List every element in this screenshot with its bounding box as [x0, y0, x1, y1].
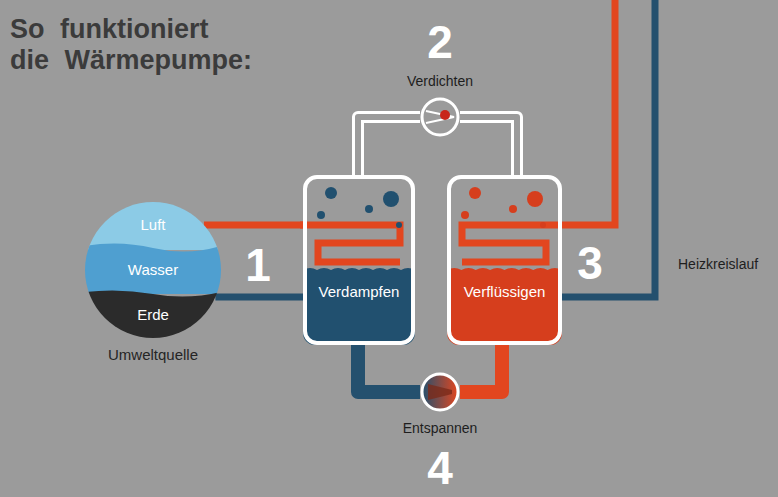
condenser-tank: Verflüssigen	[447, 175, 562, 345]
pipe-group	[358, 345, 420, 392]
step-number: 2	[427, 19, 453, 65]
water-band: Wasser	[85, 248, 221, 292]
tank-outline	[449, 177, 560, 343]
pipe-group	[460, 345, 502, 392]
refrigerant-drop	[396, 222, 402, 228]
heating-coil	[462, 0, 615, 262]
refrigerant-drop	[469, 187, 481, 199]
refrigerant-drop	[540, 222, 546, 228]
refrigerant-pipe	[215, 294, 303, 301]
compressor-symbol	[426, 111, 454, 123]
node-label: Verflüssigen	[464, 283, 546, 300]
node-label: Luft	[140, 216, 165, 233]
refrigerant-drop	[317, 211, 325, 219]
expansion-valve: Entspannen	[420, 372, 460, 412]
water-layer	[85, 243, 221, 294]
refrigerant-drop	[461, 211, 469, 219]
pipe-group	[215, 297, 303, 298]
step-number: 4	[427, 445, 453, 491]
pipe-group	[358, 117, 420, 175]
expansion-valve-shape	[420, 372, 460, 412]
heating-return-pipe	[562, 0, 655, 297]
refrigerant-liquid	[447, 268, 562, 345]
refrigerant-drop	[365, 205, 373, 213]
tank-outline	[305, 177, 413, 343]
pipe-group	[460, 117, 517, 175]
refrigerant-drop	[527, 191, 543, 207]
pipe-group	[204, 225, 303, 226]
environment-source: LuftWasserErdeUmweltquelle	[85, 202, 221, 338]
compressor: Verdichten	[420, 97, 460, 137]
condenser-tank-shape	[447, 175, 562, 345]
earth-layer	[85, 290, 221, 338]
pipe-core	[460, 117, 517, 175]
pipe-core	[358, 117, 420, 175]
refrigerant-pipe	[460, 117, 517, 175]
node-label: Umweltquelle	[108, 346, 198, 363]
refrigerant-drop	[383, 191, 399, 207]
compressor-shape	[420, 97, 460, 137]
evaporator-tank: Verdampfen	[303, 175, 415, 345]
node-label: Verdichten	[407, 73, 473, 89]
diagram-title: So funktioniert die Wärmepumpe:	[10, 14, 255, 76]
compressor-body	[422, 99, 458, 135]
refrigerant-pipe	[460, 345, 502, 392]
air-band: Luft	[85, 202, 221, 248]
refrigerant-pipe	[204, 222, 303, 229]
node-label: Wasser	[128, 261, 178, 278]
evaporator-tank-shape	[303, 175, 415, 345]
refrigerant-drop	[325, 187, 337, 199]
refrigerant-liquid	[303, 268, 415, 345]
earth-band: Erde	[85, 292, 221, 338]
source-coil	[300, 225, 400, 262]
valve-body	[422, 374, 458, 410]
node-label: Erde	[137, 306, 169, 323]
valve-symbol	[428, 384, 452, 400]
node-label: Verdampfen	[319, 283, 400, 300]
refrigerant-pipe	[358, 117, 420, 175]
step-number: 3	[577, 240, 603, 286]
refrigerant-pipe	[358, 345, 420, 392]
step-number: 1	[245, 242, 271, 288]
node-label: Entspannen	[403, 420, 478, 436]
refrigerant-drop	[509, 205, 517, 213]
circuit-label: Heizkreislauf	[678, 257, 758, 271]
air-layer	[85, 202, 221, 250]
compressor-dot	[440, 110, 450, 120]
